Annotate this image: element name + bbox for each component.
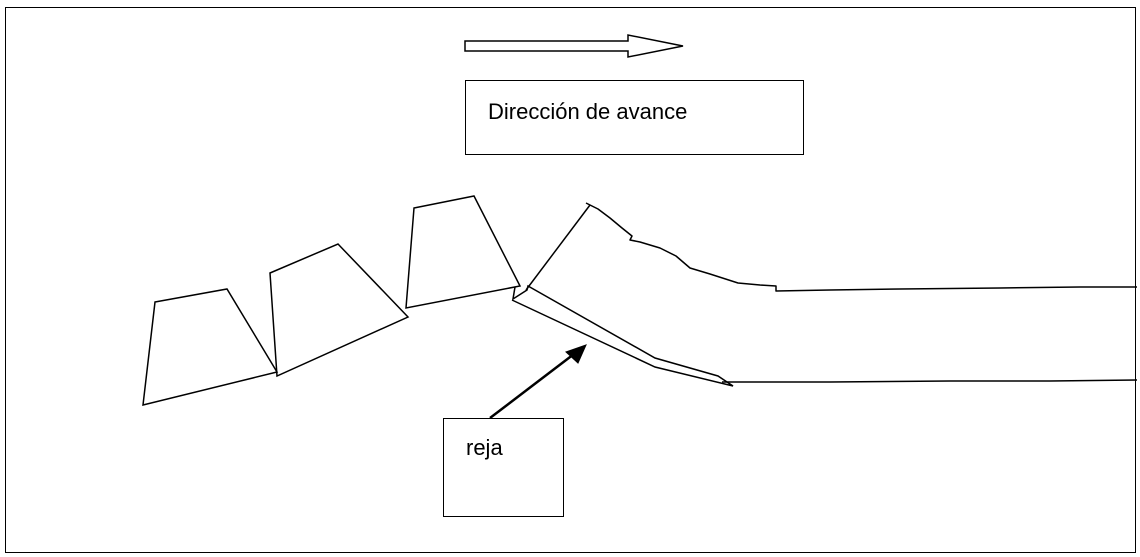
furrow-bottom-line [722,379,1138,383]
pointer-arrow-icon [565,344,587,364]
direction-label-box: Dirección de avance [465,80,804,155]
share-label: reja [466,435,503,460]
soil-clod-1 [142,288,279,406]
ploughshare-shape [511,284,734,387]
diagram-frame [5,7,1136,553]
soil-clod-2 [269,243,410,378]
furrow-wall-line [525,204,591,291]
pointer-arrow-shaft [489,353,575,419]
soil-surface-line [585,202,1137,292]
direction-label: Dirección de avance [488,99,688,124]
soil-clod-3 [405,195,522,309]
direction-arrow-icon [464,34,684,58]
share-label-box: reja [443,418,564,517]
